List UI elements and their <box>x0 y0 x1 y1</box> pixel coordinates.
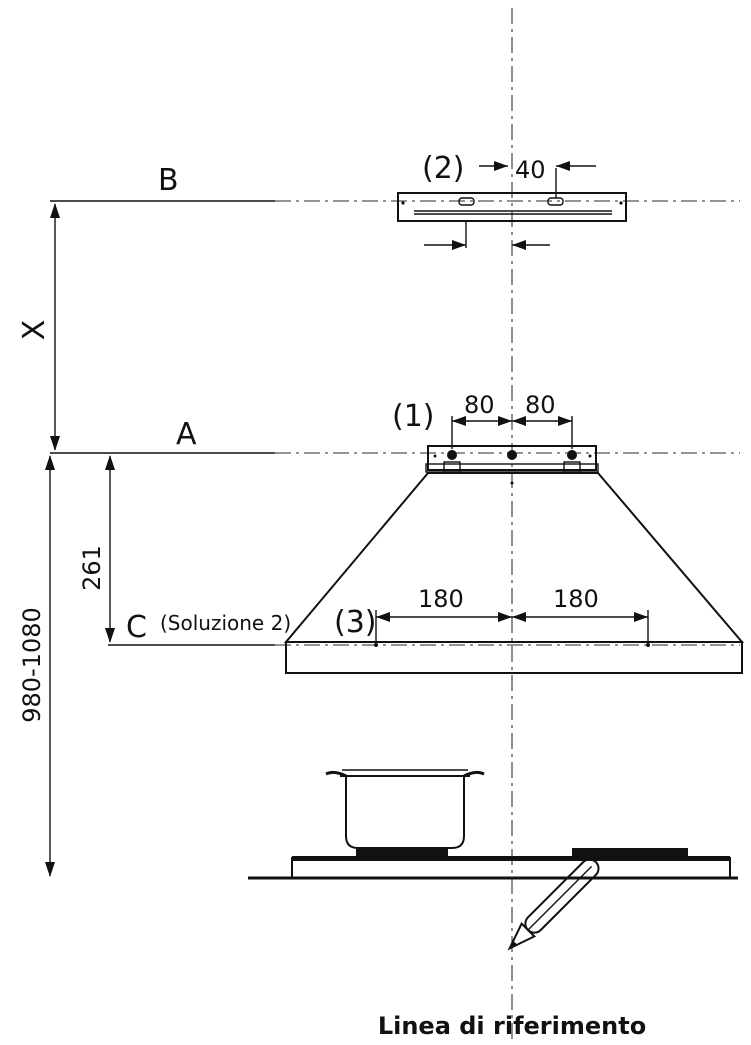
dim-80-arrow-r2 <box>558 416 572 426</box>
pencil-icon <box>507 858 600 951</box>
dim-x-label: X <box>17 320 52 341</box>
dim-980-arrow-bottom <box>45 862 55 877</box>
dim-180-arrow-l2 <box>498 612 512 622</box>
dim-180-left-label: 180 <box>418 585 464 613</box>
bracket-arrow-right <box>512 240 526 250</box>
hood-body <box>283 472 745 674</box>
dim-40-label: 40 <box>515 156 546 184</box>
dim-80-arrow-l1 <box>452 416 466 426</box>
dim-261-label: 261 <box>78 545 106 591</box>
callout-3: (3) <box>334 605 377 640</box>
hole-right <box>646 643 650 647</box>
dim-180-arrow-l1 <box>376 612 390 622</box>
dim-261-arrow-bottom <box>105 628 115 643</box>
level-a-label: A <box>176 417 197 452</box>
dim-980-label: 980-1080 <box>18 607 46 723</box>
dim-40-arrow-left <box>494 161 508 171</box>
level-b-label: B <box>158 163 179 198</box>
callout-2: (2) <box>422 151 465 186</box>
pot-icon <box>325 769 485 849</box>
dim-40-arrow-right <box>556 161 570 171</box>
dim-980-arrow-top <box>45 455 55 470</box>
dim-180-arrow-r1 <box>512 612 526 622</box>
dim-80-right-label: 80 <box>525 391 556 419</box>
hole-left <box>374 643 378 647</box>
solution-note: (Soluzione 2) <box>160 611 291 635</box>
dim-180-right-label: 180 <box>553 585 599 613</box>
dim-180-arrow-r2 <box>634 612 648 622</box>
reference-line-caption: Linea di riferimento <box>378 1012 646 1040</box>
dim-80-left-label: 80 <box>464 391 495 419</box>
dim-x-arrow-bottom <box>50 436 60 451</box>
bracket-arrow-left <box>452 240 466 250</box>
callout-1: (1) <box>392 399 435 434</box>
dim-x-arrow-top <box>50 203 60 218</box>
dim-261-arrow-top <box>105 455 115 470</box>
level-c-label: C <box>126 610 147 645</box>
hob <box>248 848 738 880</box>
dim-80-arrow-r1 <box>512 416 526 426</box>
dim-80-arrow-l2 <box>498 416 512 426</box>
